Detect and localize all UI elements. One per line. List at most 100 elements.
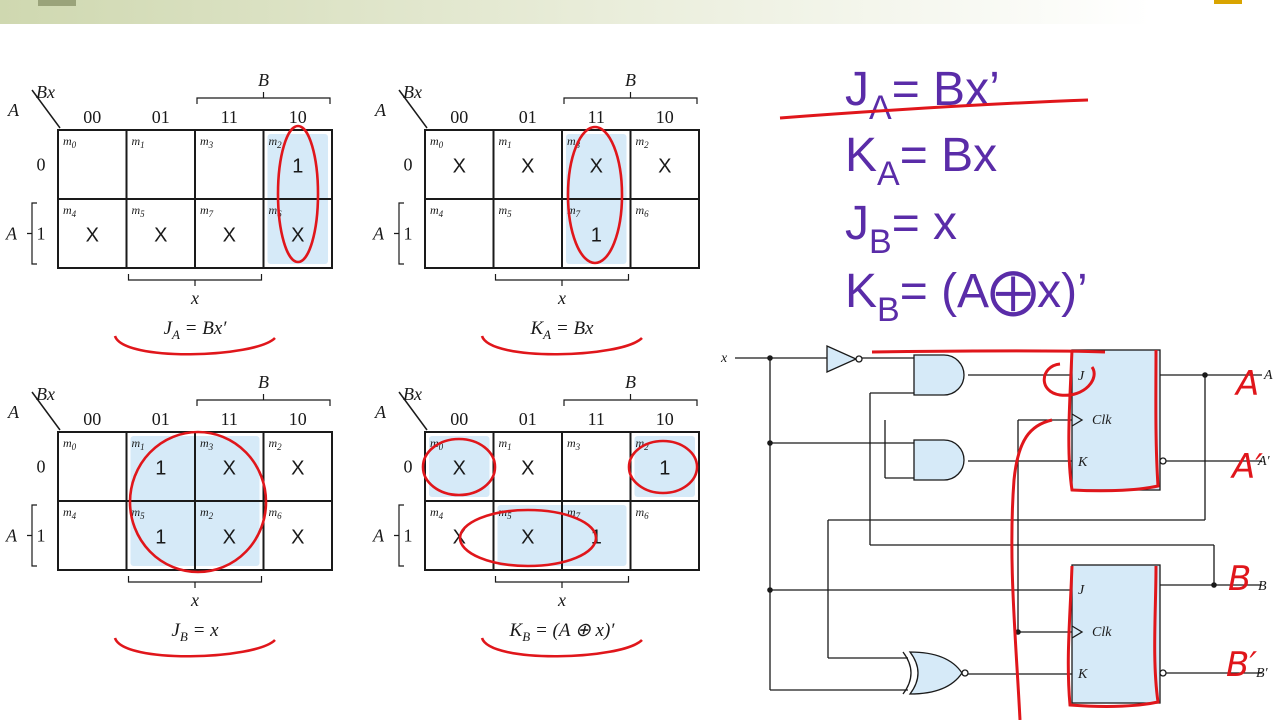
kmap-brace-left bbox=[27, 202, 37, 265]
kmap-minterm-label: m6 bbox=[269, 505, 283, 521]
kmap-bottom-group: x bbox=[190, 288, 199, 308]
kmap-minterm-label: m5 bbox=[132, 203, 146, 219]
kmap-group-highlight bbox=[429, 436, 490, 497]
pen-annotations-circuit bbox=[871, 349, 1160, 720]
pen-circle-group bbox=[421, 437, 497, 497]
kmap-row-code: 0 bbox=[404, 155, 413, 175]
kmap-minterm-label: m2 bbox=[269, 436, 283, 452]
pen-circle-group bbox=[128, 430, 268, 574]
kmap-var-col: Bx bbox=[36, 82, 55, 102]
output-a-label: A bbox=[1263, 368, 1273, 383]
kmap-row-group: A bbox=[5, 224, 18, 244]
kmap-cell-value: 1 bbox=[591, 225, 602, 247]
kmap-minterm-label: m1 bbox=[499, 134, 512, 150]
pen-circle-group bbox=[276, 124, 320, 264]
equation-jb: JB= x bbox=[845, 197, 958, 261]
kmap-minterm-label: m1 bbox=[132, 134, 145, 150]
kmap-col-code: 10 bbox=[656, 107, 674, 127]
kmap-col-code: 11 bbox=[221, 409, 238, 429]
equation-ja: JA= Bx’ bbox=[845, 63, 1000, 127]
not-gate bbox=[826, 344, 863, 374]
pen-circle-group bbox=[458, 508, 598, 568]
kmap-col-code: 01 bbox=[152, 107, 170, 127]
kmap-var-col: Bx bbox=[403, 82, 422, 102]
kmap-brace-top bbox=[196, 394, 331, 406]
kmap-minterm-label: m1 bbox=[499, 436, 512, 452]
and-gate-a bbox=[913, 354, 965, 396]
slide-top-bar bbox=[0, 0, 1280, 24]
kmap-col-code: 00 bbox=[450, 409, 468, 429]
kmap-brace-left bbox=[394, 504, 404, 567]
equation-ka: KA= Bx bbox=[845, 129, 998, 193]
ff-b-k-pin: K bbox=[1077, 667, 1088, 682]
output-b-label: B bbox=[1258, 579, 1267, 594]
kmap-diagonal bbox=[31, 391, 61, 431]
svg-text:B′: B′ bbox=[1226, 645, 1257, 685]
kmap-caption: JA = Bx′ bbox=[164, 318, 228, 342]
kmap-minterm-label: m0 bbox=[63, 436, 77, 452]
kmap-bottom-group: x bbox=[557, 288, 566, 308]
jk-flipflop-a bbox=[1071, 349, 1167, 491]
kmap-minterm-label: m6 bbox=[636, 203, 650, 219]
kmap-cell-value: 1 bbox=[292, 156, 303, 178]
svg-text:B: B bbox=[1228, 559, 1251, 599]
output-b-bar-label: B′ bbox=[1256, 666, 1269, 681]
svg-text:A′: A′ bbox=[1230, 447, 1263, 487]
kmap-col-code: 10 bbox=[656, 409, 674, 429]
kmap-var-row: A bbox=[7, 402, 20, 422]
slide-accent-mark bbox=[1214, 0, 1242, 4]
kmap-cell-value: X bbox=[223, 527, 236, 549]
kmap-cell-value: X bbox=[521, 458, 534, 480]
kmap-cell-value: X bbox=[521, 527, 534, 549]
kmap-col-code: 00 bbox=[83, 107, 101, 127]
kmap-minterm-label: m4 bbox=[63, 203, 77, 219]
kmap-cell-value: X bbox=[590, 156, 603, 178]
kmap-brace-top bbox=[196, 92, 331, 104]
kmap-row-code: 1 bbox=[404, 526, 413, 546]
kmap-col-code: 01 bbox=[519, 409, 537, 429]
kmap-cell-value: X bbox=[521, 156, 534, 178]
kmap-caption: KA = Bx bbox=[529, 318, 594, 342]
kmap-minterm-label: m3 bbox=[567, 436, 581, 452]
kmap-brace-bottom bbox=[494, 274, 630, 286]
kmap-row-code: 1 bbox=[37, 526, 46, 546]
kmap-minterm-label: m3 bbox=[200, 134, 214, 150]
kmap-minterm-label: m0 bbox=[63, 134, 77, 150]
kmap-col-code: 11 bbox=[588, 107, 605, 127]
kmap-var-col: Bx bbox=[403, 384, 422, 404]
kmap-brace-bottom bbox=[494, 576, 630, 588]
pen-caption-underline bbox=[480, 335, 643, 356]
ff-b-j-pin: J bbox=[1078, 583, 1085, 598]
kmap-row-group: A bbox=[5, 526, 18, 546]
output-a-bar-label: A′ bbox=[1257, 454, 1271, 469]
kmap-row-code: 1 bbox=[404, 224, 413, 244]
kmap-minterm-label: m6 bbox=[636, 505, 650, 521]
ff-b-clk-pin: Clk bbox=[1092, 625, 1112, 640]
kmap-var-row: A bbox=[7, 100, 20, 120]
ff-a-clk-pin: Clk bbox=[1092, 413, 1112, 428]
svg-text:A: A bbox=[1234, 364, 1259, 404]
kmap-col-group: B bbox=[258, 70, 269, 90]
and-gate-b bbox=[913, 439, 965, 481]
kmap-cell-value: X bbox=[223, 458, 236, 480]
kmap-minterm-label: m7 bbox=[200, 203, 214, 219]
xor-gate bbox=[902, 651, 969, 695]
kmap-col-code: 00 bbox=[450, 107, 468, 127]
kmap-cell-value: 1 bbox=[155, 458, 166, 480]
kmap-cell-value: X bbox=[291, 527, 304, 549]
kmap-brace-left bbox=[394, 202, 404, 265]
equation-kb: KB= (A⨁x)’ bbox=[845, 265, 1088, 329]
kmap-col-code: 01 bbox=[152, 409, 170, 429]
kmap-minterm-label: m2 bbox=[636, 134, 650, 150]
kmap-col-code: 01 bbox=[519, 107, 537, 127]
kmap-row-group: A bbox=[372, 526, 385, 546]
kmap-brace-top bbox=[563, 92, 698, 104]
kmap-col-group: B bbox=[625, 372, 636, 392]
pen-circle-group bbox=[627, 439, 699, 495]
kmap-row-group: A bbox=[372, 224, 385, 244]
kmap-bottom-group: x bbox=[190, 590, 199, 610]
kmap-var-row: A bbox=[374, 402, 387, 422]
kmap-cell-value: X bbox=[223, 225, 236, 247]
circuit-wires bbox=[735, 357, 1262, 691]
